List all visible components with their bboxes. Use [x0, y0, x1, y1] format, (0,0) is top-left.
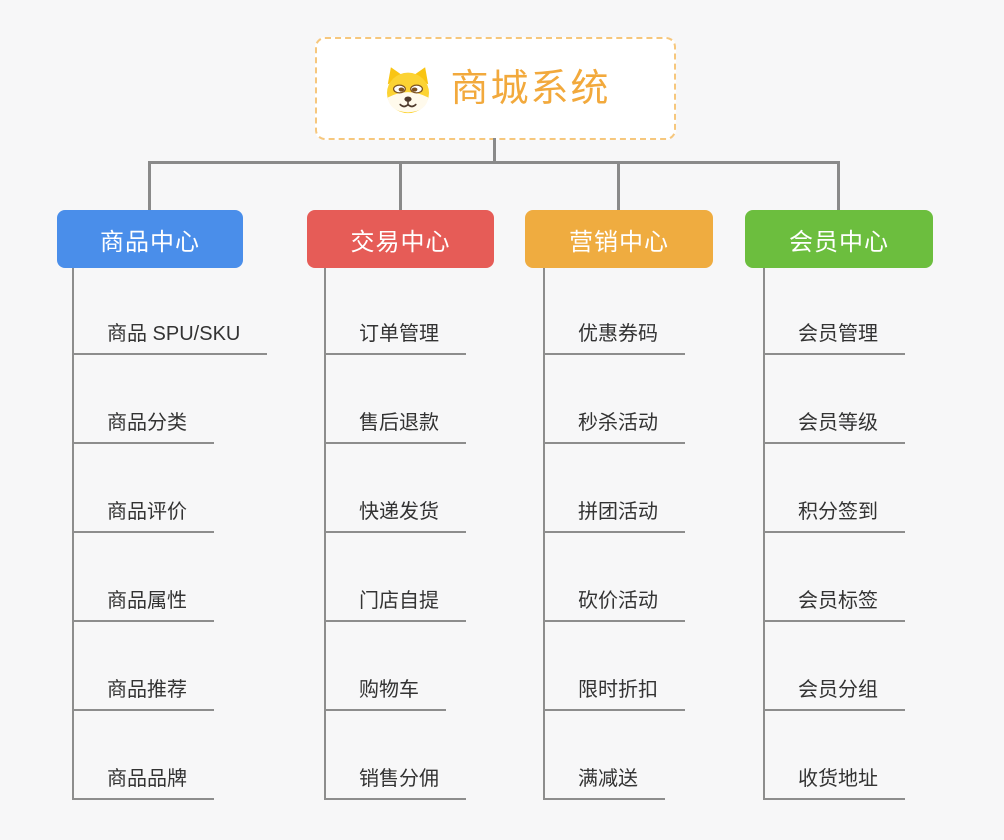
topic-node[interactable]: 秒杀活动: [545, 355, 685, 444]
topic-node[interactable]: 快递发货: [326, 444, 466, 533]
topic-node[interactable]: 订单管理: [326, 268, 466, 355]
column-member-center: 会员管理 会员等级 积分签到 会员标签 会员分组 收货地址: [763, 268, 905, 800]
topic-node[interactable]: 销售分佣: [326, 711, 466, 800]
topic-node[interactable]: 收货地址: [765, 711, 905, 800]
connector-drop-2: [399, 161, 402, 210]
topic-node[interactable]: 限时折扣: [545, 622, 685, 711]
branch-trade-center[interactable]: 交易中心: [307, 210, 494, 268]
topic-node[interactable]: 商品分类: [74, 355, 214, 444]
branch-marketing-center[interactable]: 营销中心: [525, 210, 713, 268]
topic-node[interactable]: 会员标签: [765, 533, 905, 622]
connector-drop-3: [617, 161, 620, 210]
branch-label: 营销中心: [569, 228, 669, 256]
topic-node[interactable]: 会员分组: [765, 622, 905, 711]
branch-label: 交易中心: [350, 228, 451, 256]
topic-node[interactable]: 购物车: [326, 622, 446, 711]
topic-node[interactable]: 商品 SPU/SKU: [74, 268, 268, 355]
topic-node[interactable]: 售后退款: [326, 355, 466, 444]
branch-product-center[interactable]: 商品中心: [57, 210, 243, 268]
root-title: 商城系统: [450, 67, 611, 110]
topic-node[interactable]: 优惠券码: [545, 268, 685, 355]
topic-node[interactable]: 积分签到: [765, 444, 905, 533]
topic-node[interactable]: 拼团活动: [545, 444, 685, 533]
doge-icon: [380, 63, 436, 115]
column-product-center: 商品 SPU/SKU 商品分类 商品评价 商品属性 商品推荐 商品品牌: [72, 268, 268, 800]
topic-node[interactable]: 满减送: [545, 711, 665, 800]
column-marketing-center: 优惠券码 秒杀活动 拼团活动 砍价活动 限时折扣 满减送: [543, 268, 685, 800]
topic-node[interactable]: 会员等级: [765, 355, 905, 444]
branch-label: 会员中心: [789, 228, 889, 256]
connector-horizontal-rail: [148, 161, 840, 164]
connector-drop-1: [148, 161, 151, 210]
topic-node[interactable]: 砍价活动: [545, 533, 685, 622]
connector-drop-4: [837, 161, 840, 210]
branch-label: 商品中心: [100, 228, 200, 256]
connector-root-stem: [493, 138, 496, 163]
topic-node[interactable]: 商品属性: [74, 533, 214, 622]
topic-node[interactable]: 商品品牌: [74, 711, 214, 800]
topic-node[interactable]: 商品推荐: [74, 622, 214, 711]
column-trade-center: 订单管理 售后退款 快递发货 门店自提 购物车 销售分佣: [324, 268, 466, 800]
topic-node[interactable]: 门店自提: [326, 533, 466, 622]
root-topic[interactable]: 商城系统: [315, 37, 676, 140]
topic-node[interactable]: 商品评价: [74, 444, 214, 533]
branch-member-center[interactable]: 会员中心: [745, 210, 933, 268]
topic-node[interactable]: 会员管理: [765, 268, 905, 355]
